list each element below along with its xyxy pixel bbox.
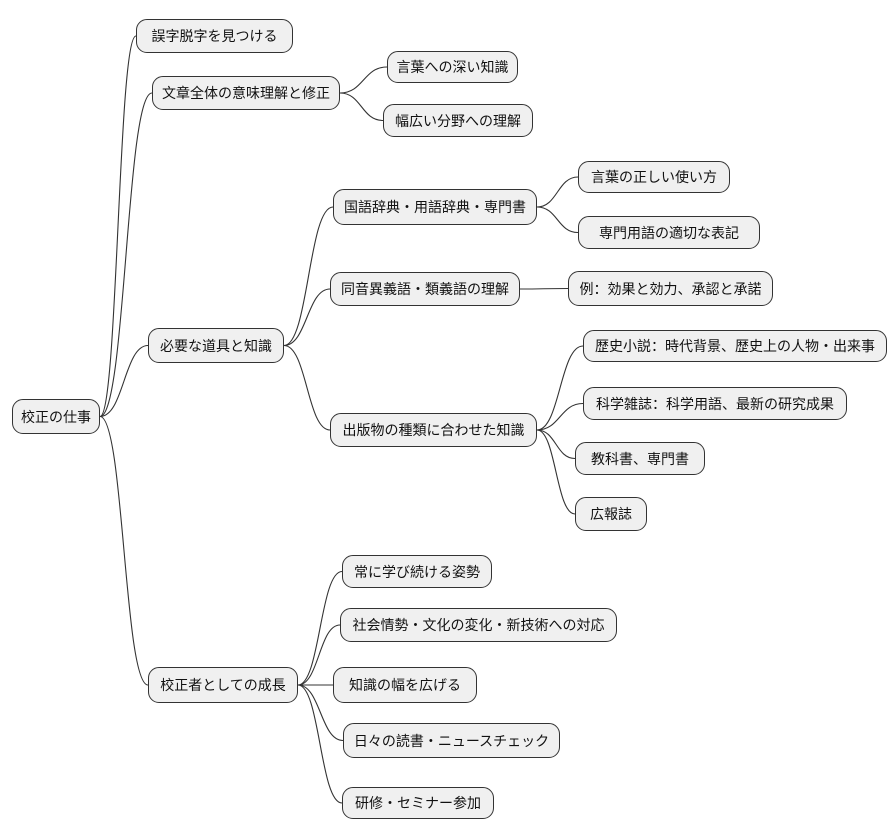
node-science-magazines: 科学雑誌：科学用語、最新の研究成果 bbox=[583, 387, 847, 420]
edge-connector bbox=[519, 287, 569, 290]
edge-connector bbox=[283, 344, 331, 431]
node-growth-as-proofreader: 校正者としての成長 bbox=[148, 667, 298, 703]
edge-connector bbox=[99, 35, 137, 418]
edge-connector bbox=[536, 429, 576, 460]
edge-connector bbox=[536, 176, 579, 208]
edge-connector bbox=[99, 92, 153, 418]
node-social-and-tech-changes: 社会情勢・文化の変化・新技術への対応 bbox=[340, 608, 617, 642]
node-broad-field-understanding: 幅広い分野への理解 bbox=[383, 104, 533, 137]
node-meaning-understanding-correction: 文章全体の意味理解と修正 bbox=[152, 76, 340, 110]
node-textbooks: 教科書、専門書 bbox=[575, 442, 705, 475]
edge-connector bbox=[297, 624, 341, 686]
edge-connector bbox=[536, 429, 576, 515]
node-historical-novels: 歴史小説：時代背景、歴史上の人物・出来事 bbox=[583, 330, 887, 362]
edge-connector bbox=[297, 570, 343, 686]
edge-connector bbox=[339, 92, 384, 122]
node-homophone-examples: 例：効果と効力、承認と承諾 bbox=[568, 271, 773, 306]
node-dictionaries: 国語辞典・用語辞典・専門書 bbox=[333, 189, 537, 225]
edge-connector bbox=[297, 684, 344, 742]
node-find-typos: 誤字脱字を見つける bbox=[136, 19, 293, 53]
edge-connector bbox=[339, 66, 388, 94]
edge-connector bbox=[283, 206, 334, 347]
node-broaden-knowledge: 知識の幅を広げる bbox=[333, 667, 477, 703]
node-root: 校正の仕事 bbox=[12, 399, 100, 434]
node-deep-word-knowledge: 言葉への深い知識 bbox=[387, 51, 518, 83]
edge-connector bbox=[536, 345, 584, 431]
node-correct-word-usage: 言葉の正しい使い方 bbox=[578, 161, 730, 193]
node-pr-magazines: 広報誌 bbox=[575, 497, 647, 531]
node-technical-term-notation: 専門用語の適切な表記 bbox=[578, 216, 760, 249]
node-keep-learning: 常に学び続ける姿勢 bbox=[342, 555, 492, 588]
node-homophones-synonyms: 同音異義語・類義語の理解 bbox=[330, 272, 520, 306]
edge-connector bbox=[297, 684, 343, 804]
node-daily-reading-news: 日々の読書・ニュースチェック bbox=[343, 723, 560, 758]
edge-connector bbox=[283, 288, 331, 347]
edge-connector bbox=[99, 415, 149, 686]
edge-connector bbox=[536, 206, 579, 234]
edge-connector bbox=[99, 344, 149, 418]
node-publication-type-knowledge: 出版物の種類に合わせた知識 bbox=[330, 413, 537, 447]
edge-connector bbox=[536, 402, 584, 431]
node-training-seminars: 研修・セミナー参加 bbox=[342, 787, 494, 819]
node-tools-and-knowledge: 必要な道具と知識 bbox=[148, 328, 284, 363]
